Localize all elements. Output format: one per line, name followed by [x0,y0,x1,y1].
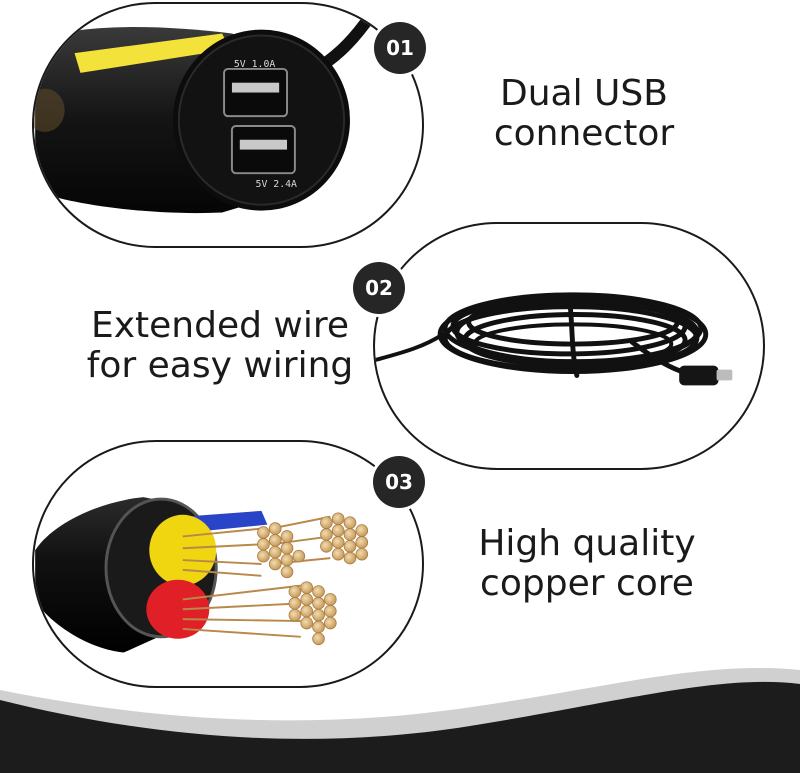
feature-caption-3-line2: copper core [480,563,694,604]
footer-wave [0,668,800,773]
usb-port-top-label: 5V 1.0A [234,59,276,70]
extended-wire-panel [373,222,765,470]
feature-number-badge-3: 03 [373,456,425,508]
yellow-wire [149,514,217,586]
usb-adapter-panel: 5V 1.0A 5V 2.4A [32,2,424,248]
feature-caption-2: Extended wire for easy wiring [80,306,360,386]
feature-caption-1-line1: Dual USB [500,73,668,114]
feature-caption-2-line2: for easy wiring [86,345,354,386]
feature-caption-3: High quality copper core [462,524,712,604]
usb-port-bottom-label: 5V 2.4A [256,179,298,190]
feature-caption-1-line2: connector [493,113,675,154]
usb-adapter-image: 5V 1.0A 5V 2.4A [34,5,381,214]
coiled-cable-image [375,292,733,386]
label-sticker [74,33,230,73]
feature-number-badge-1: 01 [374,22,426,74]
copper-core-image [35,497,369,653]
red-wire [146,579,210,639]
feature-number-badge-2: 02 [353,262,405,314]
copper-core-panel [32,440,424,688]
feature-caption-3-line1: High quality [478,523,696,564]
feature-caption-1: Dual USB connector [468,74,700,154]
feature-caption-2-line1: Extended wire [90,305,350,346]
micro-usb-plug [679,365,719,386]
